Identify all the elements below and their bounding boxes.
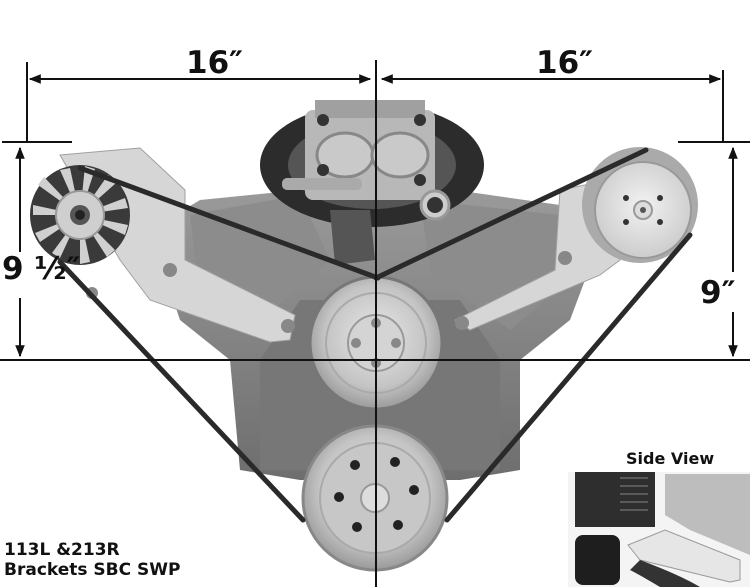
drive-belts <box>57 147 693 523</box>
product-caption: 113L &213R Brackets SBC SWP <box>4 540 180 580</box>
alternator <box>30 165 130 265</box>
side-view-image <box>568 472 750 587</box>
carburetor-assembly <box>260 100 484 265</box>
caption-description: Brackets SBC SWP <box>4 560 181 580</box>
width-left-label: 16″ <box>186 45 243 81</box>
dimension-lines <box>0 60 750 587</box>
caption-part-numbers: 113L &213R <box>4 540 120 560</box>
width-right-label: 16″ <box>536 45 593 81</box>
ac-compressor <box>582 147 698 263</box>
height-right-label: 9″ <box>700 275 736 311</box>
side-view-title: Side View <box>626 449 715 468</box>
height-left-label: 9 ½″ <box>2 251 81 287</box>
